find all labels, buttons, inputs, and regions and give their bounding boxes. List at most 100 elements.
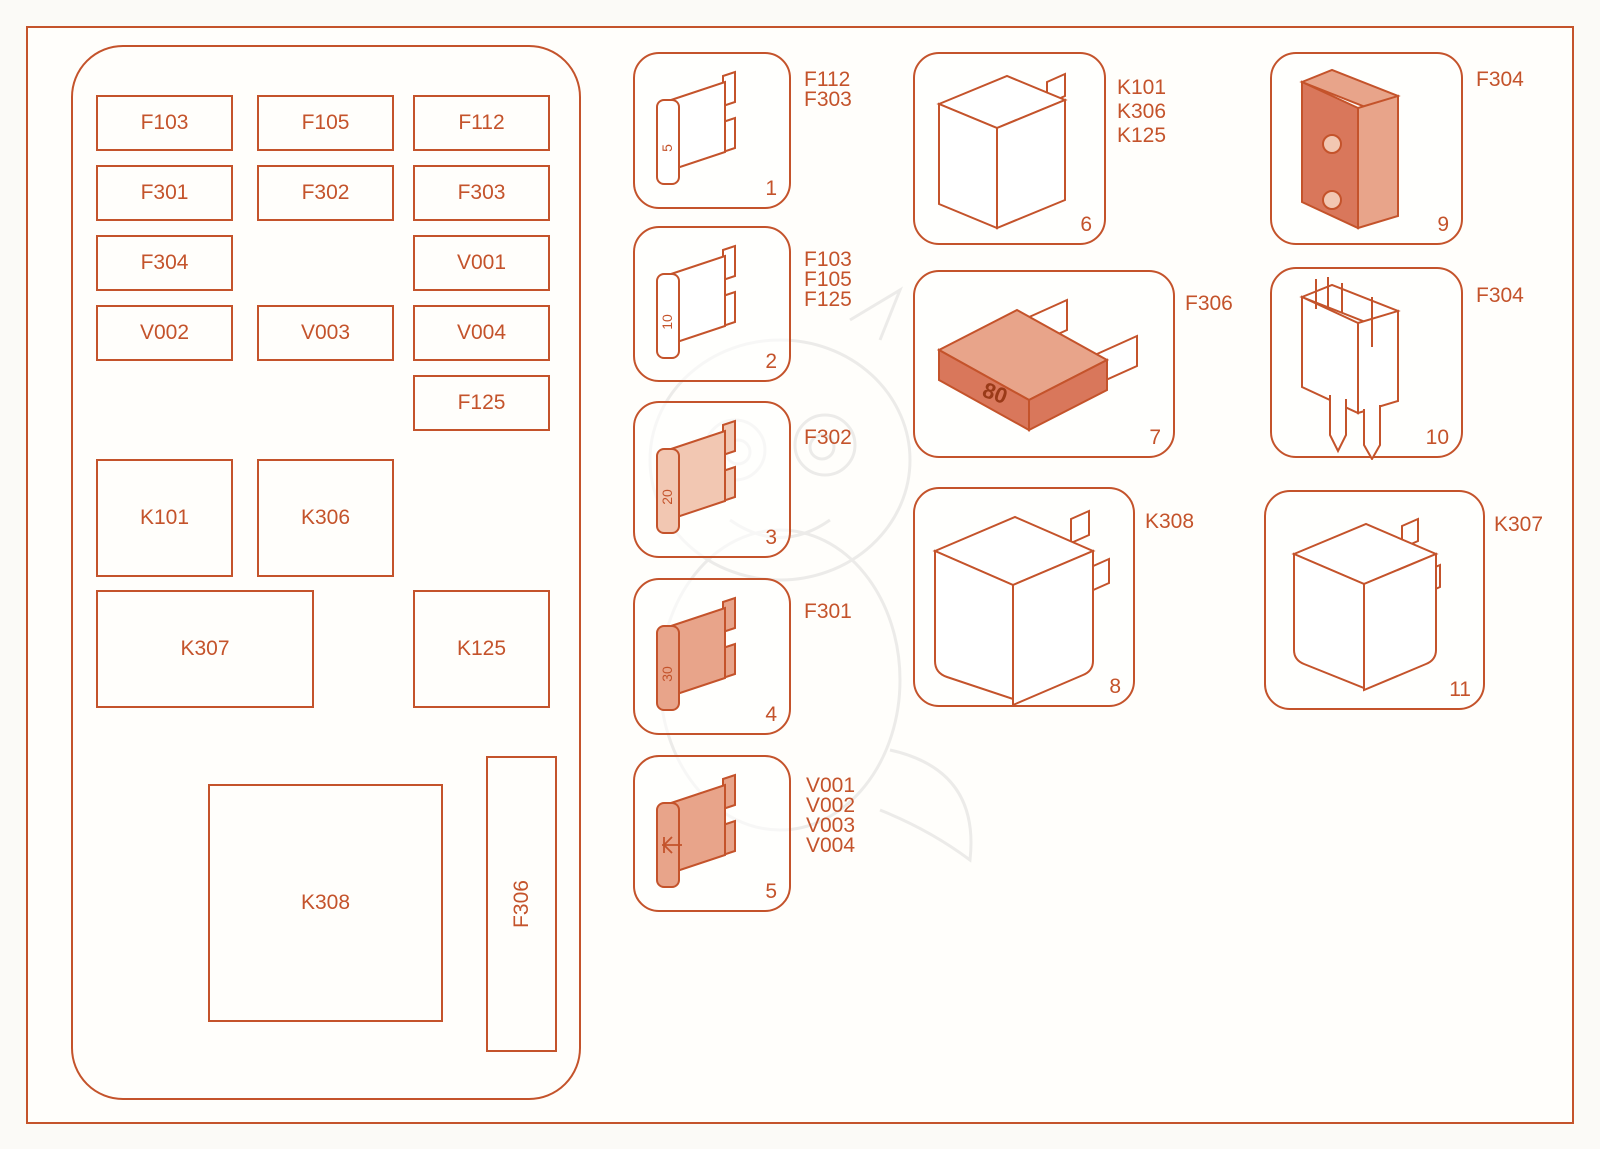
slot-k101[interactable]: K101 [96, 459, 233, 577]
component-card-4[interactable]: 30 4 [633, 578, 791, 735]
fuse-rating: 10 [659, 314, 675, 330]
fuse-rating: 5 [659, 144, 675, 152]
relay-icon [932, 509, 1110, 707]
component-card-10[interactable]: 10 [1270, 267, 1463, 460]
slot-label: K306 [300, 506, 351, 529]
slot-v002[interactable]: V002 [96, 305, 233, 361]
component-label: K307 [1494, 513, 1544, 536]
slot-label: F303 [457, 181, 506, 204]
component-labels-8: K308 [1145, 510, 1195, 533]
component-card-5[interactable]: 5 [633, 755, 791, 912]
component-label: F125 [804, 288, 852, 311]
slot-label: F306 [509, 880, 533, 928]
slot-f303[interactable]: F303 [413, 165, 550, 221]
relay-icon [1291, 517, 1441, 692]
slot-f306[interactable]: F306 [486, 756, 557, 1052]
component-card-11[interactable]: 11 [1264, 490, 1485, 710]
blade-fuse-icon: 10 [656, 244, 736, 359]
blade-fuse-icon: 5 [656, 70, 736, 185]
component-number: 6 [1080, 213, 1092, 236]
component-number: 7 [1149, 426, 1161, 449]
fuse-rating: 20 [659, 489, 675, 505]
component-number: 1 [765, 177, 777, 200]
component-label: F301 [804, 600, 852, 623]
slot-label: V004 [456, 321, 507, 344]
component-label: F304 [1476, 68, 1524, 91]
maxi-fuse-icon: 80 [936, 298, 1138, 432]
slot-f105[interactable]: F105 [257, 95, 394, 151]
component-card-9[interactable]: 9 [1270, 52, 1463, 245]
slot-label: V003 [300, 321, 351, 344]
cartridge-fuse-icon [1299, 68, 1401, 230]
component-labels-7: F306 [1185, 292, 1233, 315]
slot-v003[interactable]: V003 [257, 305, 394, 361]
component-label: K125 [1117, 124, 1167, 147]
component-number: 9 [1437, 213, 1449, 236]
slot-v004[interactable]: V004 [413, 305, 550, 361]
slot-label: K307 [180, 637, 230, 660]
component-card-3[interactable]: 20 3 [633, 401, 791, 558]
slot-v001[interactable]: V001 [413, 235, 550, 291]
component-label: F303 [804, 88, 852, 111]
component-labels-11: K307 [1494, 513, 1544, 536]
slot-label: F302 [301, 181, 350, 204]
slot-label: F105 [301, 111, 350, 134]
component-labels-1: F112 F303 [804, 68, 852, 111]
component-label: V002 [806, 794, 856, 817]
component-labels-9: F304 [1476, 68, 1524, 91]
component-number: 11 [1449, 678, 1471, 701]
diode-icon [656, 773, 736, 888]
component-label: F105 [804, 268, 852, 291]
fuse-holder-icon [1299, 277, 1401, 460]
fuse-box-panel: F103 F105 F112 F301 F302 F303 F304 V001 … [71, 45, 581, 1100]
slot-f302[interactable]: F302 [257, 165, 394, 221]
slot-k306[interactable]: K306 [257, 459, 394, 577]
slot-label: V001 [456, 251, 507, 274]
component-number: 3 [765, 526, 777, 549]
component-number: 5 [765, 880, 777, 903]
component-label: F302 [804, 426, 852, 449]
slot-k125[interactable]: K125 [413, 590, 550, 708]
component-labels-6: K101 K306 K125 [1117, 76, 1166, 148]
component-number: 2 [765, 350, 777, 373]
slot-label: K101 [139, 506, 190, 529]
component-label: F306 [1185, 292, 1233, 315]
slot-f103[interactable]: F103 [96, 95, 233, 151]
slot-f112[interactable]: F112 [413, 95, 550, 151]
component-labels-2: F103 F105 F125 [804, 248, 852, 311]
component-label: K308 [1145, 510, 1195, 533]
slot-label: V002 [139, 321, 190, 344]
component-labels-10: F304 [1476, 284, 1524, 307]
component-card-6[interactable]: 6 [913, 52, 1106, 245]
component-label: V001 [806, 774, 856, 797]
slot-f125[interactable]: F125 [413, 375, 550, 431]
component-labels-4: F301 [804, 600, 852, 623]
component-label: F103 [804, 248, 852, 271]
component-label: V004 [806, 834, 856, 857]
slot-label: K125 [456, 637, 507, 660]
slot-k307[interactable]: K307 [96, 590, 314, 708]
fuse-rating: 30 [659, 666, 675, 682]
slot-f304[interactable]: F304 [96, 235, 233, 291]
slot-k308[interactable]: K308 [208, 784, 443, 1022]
component-label: F304 [1476, 284, 1524, 307]
slot-label: F112 [458, 111, 505, 134]
slot-label: F304 [140, 251, 189, 274]
component-card-1[interactable]: 5 1 [633, 52, 791, 209]
mini-relay-icon [936, 72, 1068, 230]
slot-f301[interactable]: F301 [96, 165, 233, 221]
component-label: K306 [1117, 100, 1167, 123]
component-card-2[interactable]: 10 2 [633, 226, 791, 382]
slot-label: F301 [140, 181, 189, 204]
component-label: K101 [1117, 76, 1167, 99]
component-card-7[interactable]: 80 7 [913, 270, 1175, 458]
slot-label: F103 [140, 111, 189, 134]
component-number: 4 [765, 703, 777, 726]
component-card-8[interactable]: 8 [913, 487, 1135, 707]
blade-fuse-icon: 20 [656, 419, 736, 534]
component-number: 10 [1425, 426, 1449, 449]
component-label: V003 [806, 814, 856, 837]
component-labels-5: V001 V002 V003 V004 [806, 774, 856, 857]
component-label: F112 [804, 68, 851, 91]
